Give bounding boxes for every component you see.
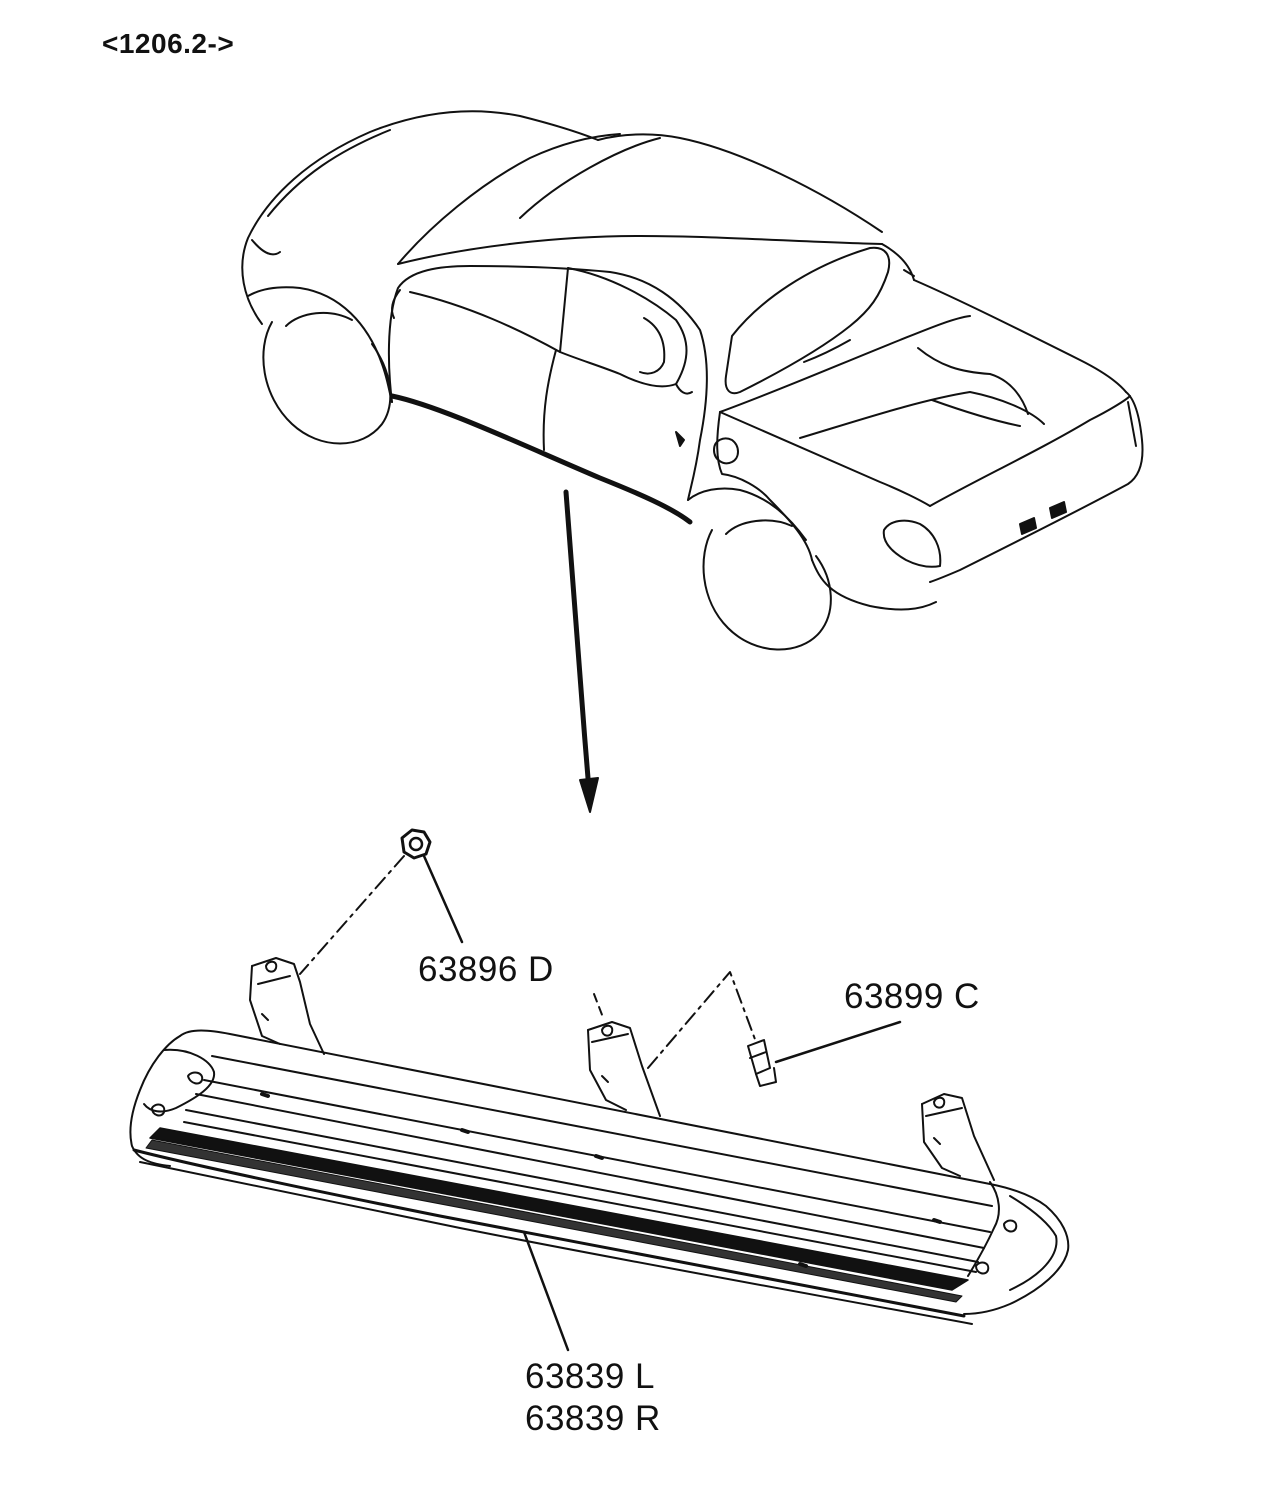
assembly-arrow	[563, 489, 599, 813]
bolt-alignment-line	[647, 971, 757, 1069]
running-board-part	[129, 957, 1070, 1325]
part-number-running-board-right: 63839 R	[525, 1399, 661, 1438]
leader-line-nut	[422, 854, 464, 944]
part-number-nut: 63896 D	[418, 950, 554, 989]
section-id: <1206.2->	[102, 28, 235, 59]
part-number-running-board-left: 63839 L	[525, 1357, 656, 1396]
leader-line-running-board	[522, 1230, 570, 1352]
bolt-part	[747, 1039, 777, 1087]
part-number-bolt: 63899 C	[844, 977, 980, 1016]
leader-line-bolt	[774, 1020, 902, 1064]
flange-nut-part	[400, 828, 432, 860]
middle-bracket-alignment-line	[593, 993, 605, 1021]
nut-alignment-line	[299, 855, 405, 975]
pickup-truck-illustration	[241, 110, 1144, 651]
